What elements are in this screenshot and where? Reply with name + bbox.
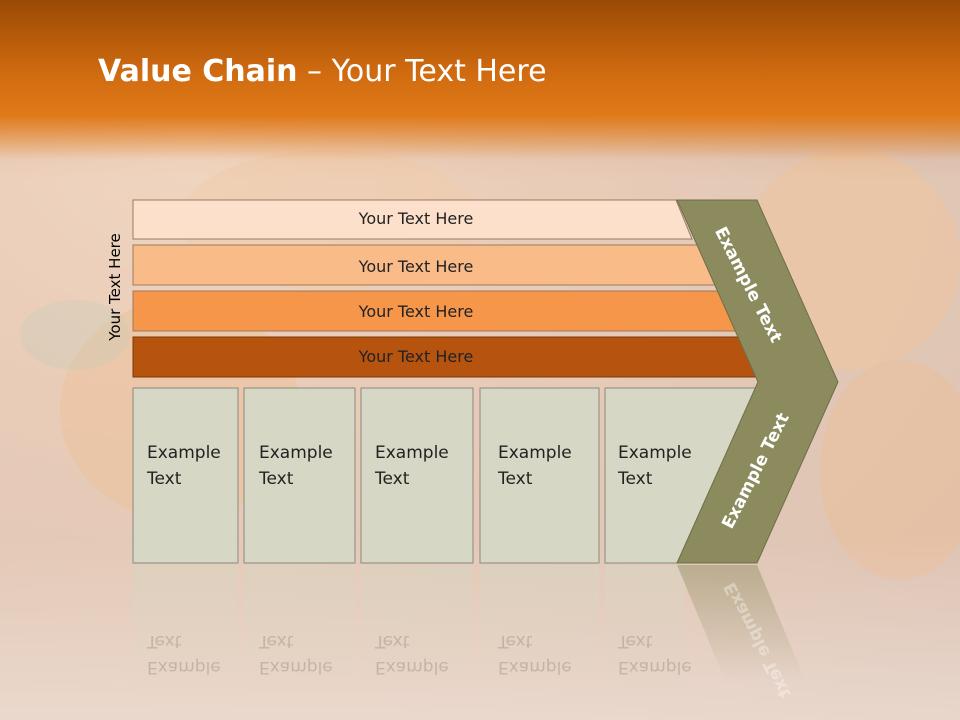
- activity-cell[interactable]: [479, 387, 600, 564]
- title-bold: Value Chain: [98, 54, 298, 89]
- cell-3-reflection-text: Example Text: [375, 628, 449, 680]
- cell-4-reflection-text: Example Text: [498, 628, 572, 680]
- cell-line: Example: [618, 657, 692, 677]
- cell-reflection: [133, 565, 238, 695]
- cell-line: Example: [498, 657, 572, 677]
- activity-cell[interactable]: [243, 387, 356, 564]
- cell-line: Example: [498, 443, 572, 463]
- bar-2-label: Your Text Here: [358, 257, 474, 276]
- cell-reflection: [244, 565, 355, 695]
- activity-cell[interactable]: [360, 387, 474, 564]
- cell-line: Example: [618, 443, 692, 463]
- slide-title: Value Chain – Your Text Here: [98, 54, 547, 89]
- cell-reflection: [605, 565, 685, 695]
- cell-line: Text: [147, 469, 182, 489]
- cell-reflection: [480, 565, 599, 695]
- header-band: [0, 0, 960, 160]
- cell-line: Example: [147, 443, 221, 463]
- cell-2-reflection-text: Example Text: [259, 628, 333, 680]
- cell-line: Text: [375, 631, 410, 651]
- cell-line: Text: [498, 469, 533, 489]
- cell-line: Text: [375, 469, 410, 489]
- cell-line: Example: [259, 657, 333, 677]
- cell-line: Text: [618, 469, 653, 489]
- cell-line: Text: [147, 631, 182, 651]
- cell-line: Text: [259, 469, 294, 489]
- cell-line: Example: [147, 657, 221, 677]
- bar-3-label: Your Text Here: [358, 302, 474, 321]
- bar-4-label: Your Text Here: [358, 347, 474, 366]
- cell-line: Text: [618, 631, 653, 651]
- cell-line: Example: [375, 657, 449, 677]
- bar-1-label: Your Text Here: [358, 209, 474, 228]
- title-rest: – Your Text Here: [297, 54, 547, 89]
- cell-line: Text: [259, 631, 294, 651]
- cell-reflection: [361, 565, 473, 695]
- cell-1-reflection-text: Example Text: [147, 628, 221, 680]
- cell-line: Example: [259, 443, 333, 463]
- margin-chevron[interactable]: [676, 199, 839, 564]
- activity-cell[interactable]: [132, 387, 239, 564]
- chevron-reflection: [677, 565, 805, 680]
- cell-line: Example: [375, 443, 449, 463]
- cell-5-reflection-text: Example Text: [618, 628, 692, 680]
- bar-1[interactable]: [132, 199, 693, 240]
- cell-line: Text: [498, 631, 533, 651]
